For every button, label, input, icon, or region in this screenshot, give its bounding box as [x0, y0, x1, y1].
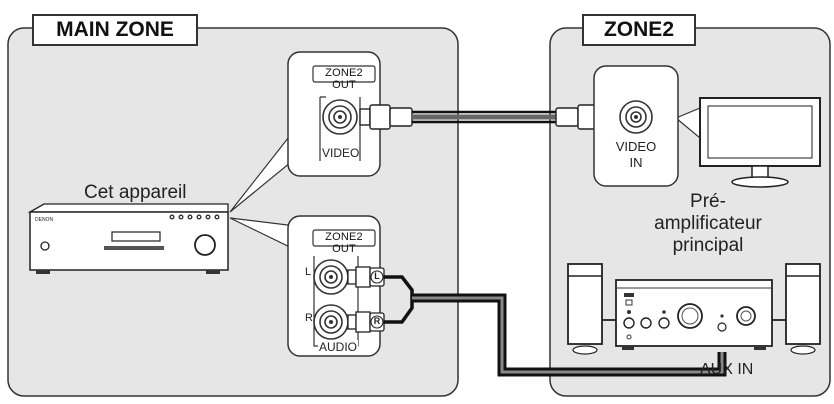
preamp-label-2: amplificateur — [654, 213, 762, 234]
video-out-header: ZONE2 OUT — [325, 67, 363, 91]
video-jack-bracket — [319, 96, 361, 161]
video-cable — [359, 104, 609, 130]
preamplifier-device — [615, 279, 773, 350]
video-in-label-1: VIDEO — [615, 139, 657, 154]
audio-out-header: ZONE2 OUT — [325, 231, 363, 255]
video-in-jack — [619, 100, 653, 134]
audio-right-label: R — [305, 312, 313, 324]
tv-icon — [699, 97, 821, 188]
aux-in-label: AUX IN — [700, 361, 754, 378]
brand-mark: DENON — [35, 217, 54, 223]
audio-plug-right-letter: R — [373, 316, 381, 326]
video-out-header-box — [312, 65, 376, 83]
video-out-jack — [322, 99, 358, 135]
main-zone-title: MAIN ZONE — [32, 14, 198, 46]
audio-plug-right — [347, 311, 385, 333]
device-label: Cet appareil — [84, 182, 187, 203]
video-jack-label: VIDEO — [322, 146, 360, 160]
audio-out-header-box — [312, 229, 376, 247]
right-speaker-icon — [785, 263, 821, 355]
audio-jack-label: AUDIO — [318, 340, 359, 354]
preamp-label-1: Pré- — [690, 191, 726, 212]
video-in-label-2: IN — [629, 155, 643, 170]
audio-cable — [384, 275, 727, 377]
zone2-title: ZONE2 — [582, 14, 696, 46]
audio-plug-left-letter: L — [374, 271, 380, 281]
audio-plug-left — [347, 266, 385, 288]
audio-jack-right — [313, 304, 349, 340]
audio-jack-left — [313, 259, 349, 295]
preamp-label-3: principal — [672, 235, 744, 256]
left-speaker-icon — [567, 263, 603, 355]
this-unit-device — [27, 203, 229, 274]
audio-left-label: L — [305, 266, 312, 278]
